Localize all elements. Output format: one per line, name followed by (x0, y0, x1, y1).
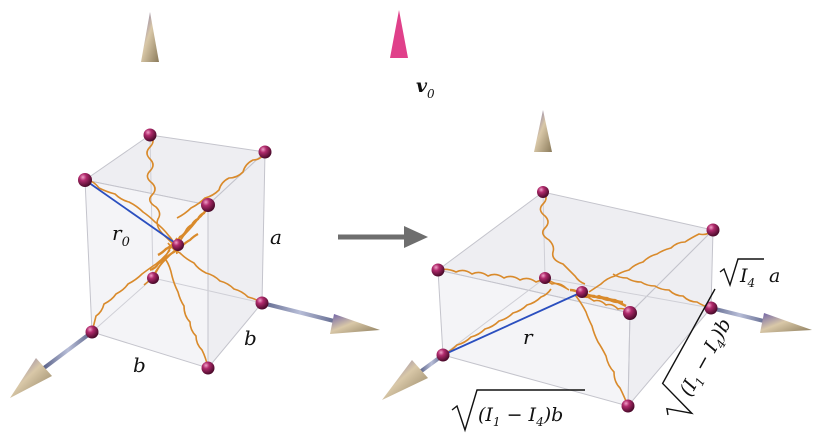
velocity-arrow-group: v0 (390, 10, 435, 124)
transform-arrow-head (404, 226, 428, 248)
left-sphere-center (172, 239, 184, 251)
left-label-a: a (270, 225, 282, 249)
transform-arrow (338, 226, 428, 248)
svg-text:I4: I4 (739, 265, 755, 290)
left-r0-vector (84, 179, 179, 246)
velocity-label: v0 (416, 75, 435, 101)
svg-text:a: a (769, 265, 780, 287)
left-cube-group: r0 a b b (10, 12, 380, 398)
right-sphere-center (576, 286, 588, 298)
left-sphere-bottom-left (85, 325, 99, 339)
right-sphere-back-mid (539, 272, 551, 284)
right-y-axis-head (382, 360, 428, 400)
left-cube-front-face (84, 179, 209, 369)
right-x-axis-head (760, 313, 812, 333)
left-sphere-top-left (78, 173, 92, 187)
right-sphere-bottom-right (704, 301, 718, 315)
left-sphere-back-bottom (147, 272, 159, 284)
left-y-axis (42, 330, 94, 370)
left-sphere-bottom-front (201, 361, 215, 375)
left-label-r0: r0 (112, 221, 130, 250)
left-z-axis-head (141, 12, 159, 62)
left-cube-hidden-edge (152, 277, 263, 304)
svg-text:(I1 − I4)b: (I1 − I4)b (478, 404, 563, 429)
right-box-hidden-edge (544, 277, 712, 309)
right-sphere-bottom-left (436, 348, 450, 362)
right-sphere-bottom-front (621, 399, 635, 413)
left-sphere-top-back (143, 128, 157, 142)
right-sphere-top-front (623, 306, 637, 320)
left-x-axis-head (330, 314, 380, 334)
right-chains (437, 191, 714, 407)
right-r-vector (442, 291, 583, 356)
left-cube-hidden-edge (91, 277, 154, 333)
left-label-b-bottom: b (133, 353, 146, 377)
left-y-axis-head (10, 358, 52, 398)
left-sphere-bottom-right (255, 296, 269, 310)
right-box-group: r I4 a (I1 − I4)b (I1 − I4)b (382, 110, 812, 433)
left-sphere-top-right (258, 145, 272, 159)
right-sphere-top-back (537, 186, 549, 198)
right-sphere-top-right (706, 223, 720, 237)
left-x-axis (261, 301, 339, 324)
right-label-bottom: (I1 − I4)b (451, 389, 585, 433)
right-label-r: r (523, 325, 534, 349)
right-z-axis-head (534, 110, 552, 152)
right-label-height: I4 a (719, 258, 780, 290)
velocity-arrow-head (390, 10, 408, 58)
left-sphere-top-front (201, 198, 215, 212)
right-sphere-top-left (431, 263, 445, 277)
right-box-hidden-edge (442, 277, 546, 356)
right-x-axis (710, 306, 769, 324)
left-label-b-right: b (244, 326, 257, 350)
